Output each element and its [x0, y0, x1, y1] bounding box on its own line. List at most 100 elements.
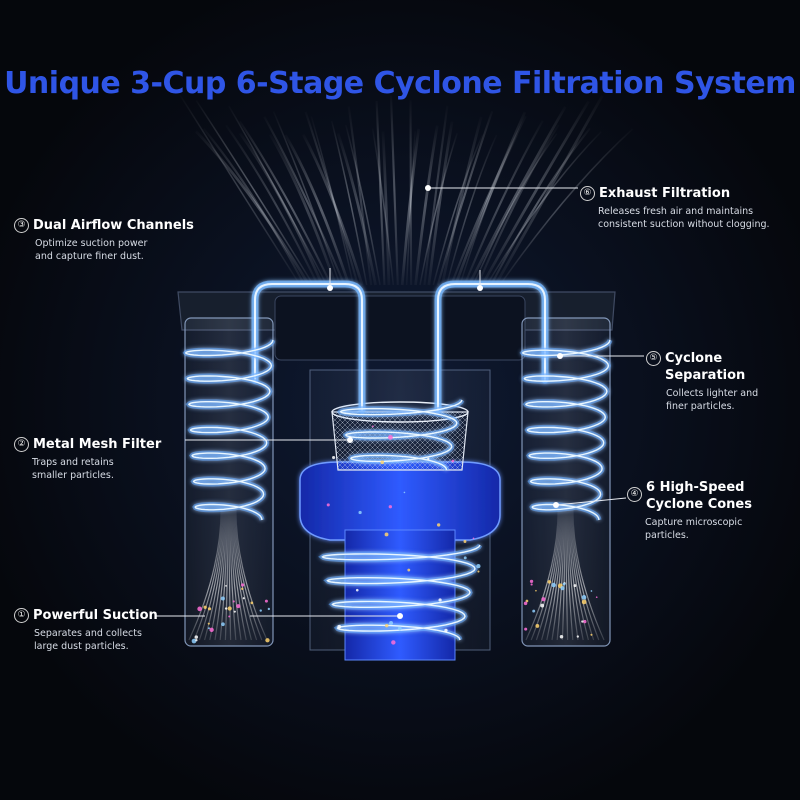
dust-particles — [191, 425, 598, 645]
dust-particle — [581, 595, 587, 600]
dust-particle — [207, 607, 212, 611]
dust-particle — [203, 605, 207, 609]
left-dust-stream — [233, 509, 258, 641]
dust-particle — [403, 491, 406, 494]
right-dust-stream — [567, 509, 579, 641]
exhaust-streak — [463, 120, 544, 286]
exhaust-streak — [284, 134, 351, 286]
dust-particle — [540, 603, 545, 608]
right-dust-stream — [561, 509, 566, 641]
right-dust-stream — [569, 509, 589, 641]
exhaust-streak — [195, 130, 311, 286]
dust-particle — [337, 624, 342, 629]
dust-particle — [358, 510, 362, 515]
exhaust-streak — [472, 133, 558, 286]
dust-particle — [391, 640, 396, 645]
dust-particle — [551, 582, 556, 588]
left-dust-stream — [235, 509, 268, 641]
callout-description: Collects lighter and finer particles. — [666, 388, 759, 412]
mesh-spiral — [339, 399, 463, 471]
right-dust-stream — [551, 509, 564, 641]
dust-particle — [581, 599, 587, 605]
exhaust-streak — [419, 133, 458, 286]
dust-particle — [389, 621, 393, 625]
callout-description: Releases fresh air and maintains consist… — [598, 206, 770, 230]
dust-particle — [265, 638, 270, 643]
dust-particle — [232, 600, 235, 603]
dust-particle — [220, 596, 225, 601]
left-spiral — [184, 339, 274, 521]
dust-particle — [562, 582, 566, 586]
left-dust-stream — [230, 509, 242, 641]
step-badge: ⑤ — [646, 351, 661, 366]
exhaust-streak — [336, 133, 377, 286]
exhaust-streak — [432, 134, 484, 286]
exhaust-streak — [427, 121, 454, 286]
dust-particle — [529, 579, 534, 584]
callout-title: Cyclone Separation — [665, 351, 746, 383]
exhaust-streak — [302, 133, 364, 286]
leader-dots — [327, 185, 563, 619]
dust-particle — [477, 570, 480, 573]
dust-particle — [240, 583, 245, 587]
dust-particle — [573, 584, 577, 588]
dust-particle — [259, 609, 262, 612]
dust-particle — [236, 604, 241, 609]
dust-particle — [532, 609, 536, 613]
dust-particle — [525, 599, 529, 603]
left-dust-stream — [229, 509, 237, 641]
right-dust-stream — [525, 509, 559, 641]
exhaust-streak — [225, 124, 319, 286]
exhaust-streak — [440, 116, 483, 286]
dust-particle — [332, 455, 336, 460]
exhaust-streak — [389, 95, 399, 286]
dust-particle — [547, 580, 552, 584]
exhaust-streak — [481, 100, 590, 286]
step-badge: ② — [14, 437, 29, 452]
dust-particle — [225, 584, 227, 587]
dust-particle — [559, 634, 564, 639]
dust-particle — [438, 598, 442, 602]
left-dust-stream — [231, 509, 247, 641]
right-dust-stream — [556, 509, 565, 641]
left-dust-stream — [214, 509, 227, 641]
dust-particle — [227, 606, 232, 611]
exhaust-streak — [423, 105, 449, 286]
step-badge: ④ — [627, 487, 642, 502]
dust-particle — [427, 457, 430, 460]
exhaust-streak — [272, 111, 341, 286]
left-dust-stream — [193, 509, 223, 641]
exhaust-air-streams — [179, 94, 633, 286]
right-dust-stream — [541, 509, 562, 641]
dust-streams — [188, 509, 605, 641]
dust-particle — [207, 627, 210, 630]
dust-particle — [535, 589, 537, 592]
exhaust-streak — [436, 110, 494, 286]
dust-particle — [371, 425, 374, 428]
exhaust-streak — [375, 100, 386, 286]
callout-description: Optimize suction power and capture finer… — [35, 238, 148, 262]
dust-particle — [397, 626, 402, 631]
dust-particle — [191, 638, 197, 644]
right-dust-stream — [568, 509, 584, 641]
right-dust-stream — [546, 509, 563, 641]
left-dust-stream — [224, 509, 229, 641]
dust-particle — [407, 568, 411, 572]
right-spiral — [521, 339, 611, 521]
callout-title: Metal Mesh Filter — [33, 437, 162, 452]
dust-particle — [388, 505, 392, 509]
left-dust-stream — [188, 509, 222, 641]
dust-particle — [384, 532, 389, 537]
callout-description: Separates and collects large dust partic… — [34, 628, 142, 652]
left-dust-stream — [232, 509, 252, 641]
dust-particle — [380, 460, 385, 465]
exhaust-streak — [499, 128, 633, 286]
exhaust-streak — [345, 124, 381, 286]
dual-airflow-channels — [251, 280, 549, 414]
dust-particle — [228, 615, 231, 618]
dust-particle — [590, 633, 593, 636]
exhaust-streak — [228, 105, 328, 286]
